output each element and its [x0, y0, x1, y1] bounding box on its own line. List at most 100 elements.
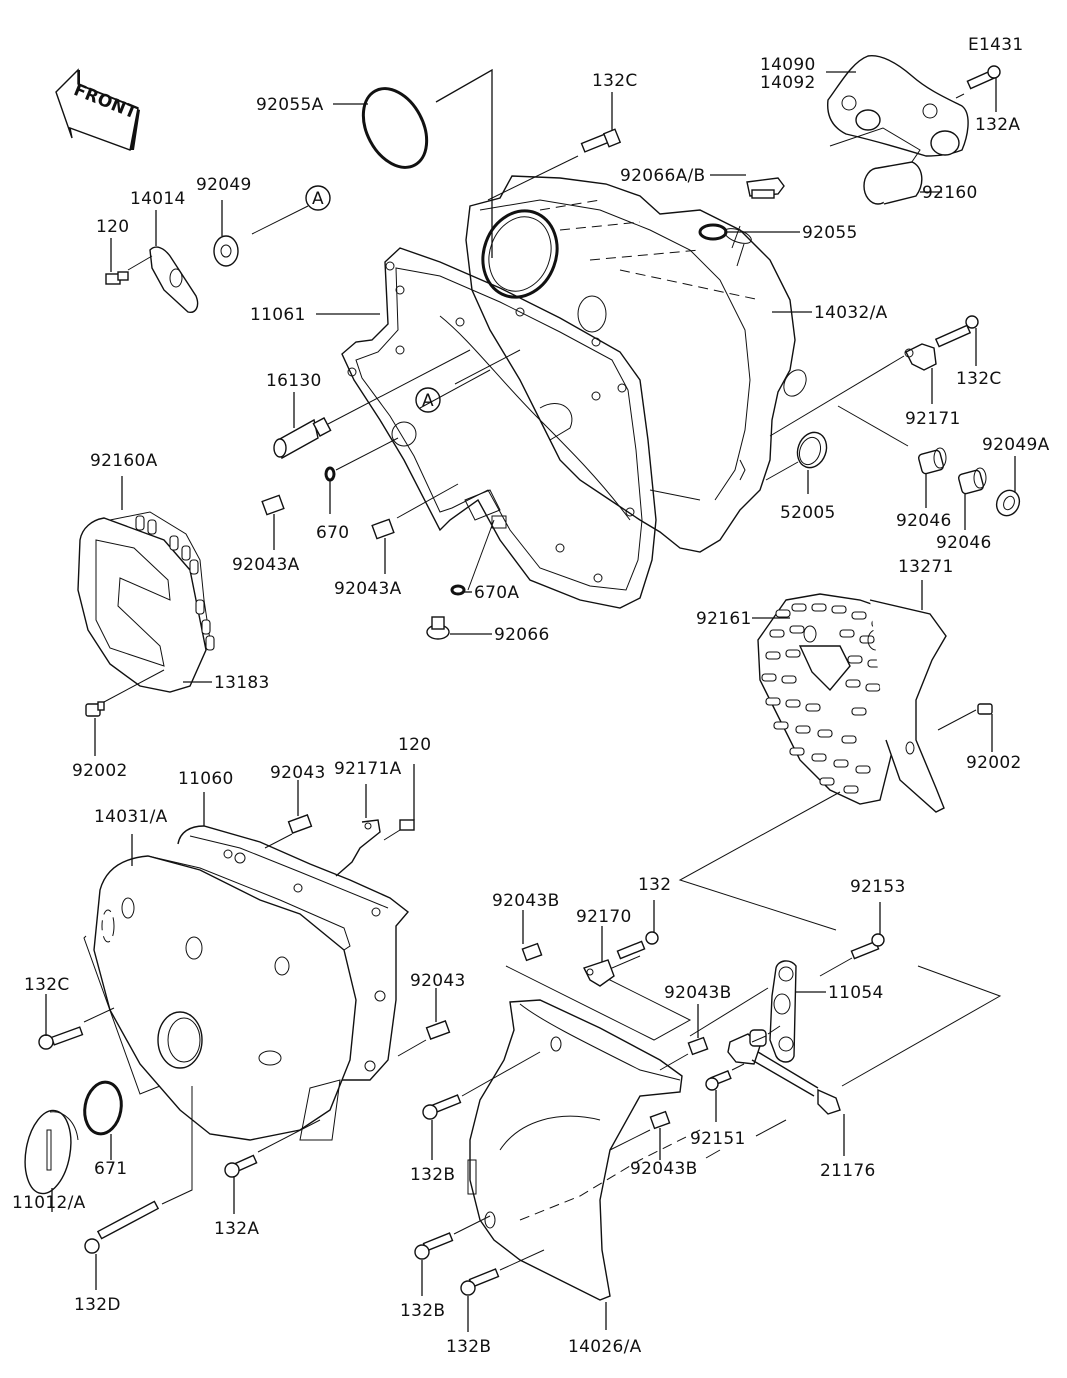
damper-92160 [863, 161, 942, 205]
sensor-21176 [727, 1025, 845, 1156]
gasket-11060 [177, 792, 410, 1111]
plate-13183 [77, 511, 215, 703]
label-132b-b: 132B [400, 1301, 445, 1321]
dowel-92043b-top [521, 910, 543, 962]
gasket-11061 [316, 247, 657, 609]
seal-92049a [995, 456, 1021, 517]
label-92049a: 92049A [982, 435, 1050, 455]
bearing-92046-left [917, 447, 947, 508]
label-132b-a: 132B [410, 1165, 455, 1185]
bolt-132c-right [934, 315, 979, 366]
label-92043b-mid: 92043B [664, 983, 732, 1003]
label-92002-left: 92002 [72, 761, 128, 781]
dowel-92043-mid [397, 988, 451, 1057]
plug-92066ab [710, 174, 785, 199]
lever-11054 [689, 960, 826, 1063]
label-92002-right: 92002 [966, 753, 1022, 773]
label-132a-bottom: 132A [214, 1219, 259, 1239]
o-ring-92055 [698, 223, 800, 267]
bolt-92151 [705, 1063, 745, 1122]
diagram-code: E1431 [968, 35, 1024, 55]
label-671: 671 [94, 1159, 127, 1179]
label-92043a-right: 92043A [334, 579, 402, 599]
o-ring-92055a [333, 87, 429, 169]
ref-marker-a-center: A [415, 387, 441, 413]
bolt-132a-top [955, 65, 1001, 112]
label-120-mid: 120 [398, 735, 431, 755]
label-14092: 14092 [760, 73, 816, 93]
label-92151: 92151 [690, 1129, 746, 1149]
label-16130: 16130 [266, 371, 322, 391]
guard-13271 [869, 580, 947, 813]
bolt-132b-a [422, 1051, 541, 1160]
label-92043a-left: 92043A [232, 555, 300, 575]
label-92170: 92170 [576, 907, 632, 927]
label-11061: 11061 [250, 305, 306, 325]
seal-92049 [213, 200, 309, 267]
cover-14031a [93, 834, 357, 1141]
label-132d: 132D [74, 1295, 121, 1315]
label-132b-c: 132B [446, 1337, 491, 1357]
o-ring-670 [324, 437, 399, 514]
label-92043-top: 92043 [270, 763, 326, 783]
o-ring-670a [450, 584, 472, 596]
dowel-92043-top [264, 780, 313, 849]
cap-11012a [24, 1109, 79, 1212]
label-92043b-bottom: 92043B [630, 1159, 698, 1179]
seal-52005 [765, 431, 828, 494]
bolt-132a-bottom [224, 1119, 321, 1214]
label-21176: 21176 [820, 1161, 876, 1181]
clamp-92170 [583, 926, 615, 987]
label-11060: 11060 [178, 769, 234, 789]
label-92055: 92055 [802, 223, 858, 243]
label-670a: 670A [474, 583, 519, 603]
dowel-92043b-bottom [609, 1110, 671, 1160]
bolt-120-top [105, 238, 153, 285]
switch-16130 [273, 349, 471, 460]
bolt-132b-c [460, 1249, 545, 1332]
label-11012a: 11012/A [12, 1193, 86, 1213]
ref-marker-a-top: A [305, 185, 331, 211]
label-92171a: 92171A [334, 759, 402, 779]
bolt-120-mid [383, 764, 415, 841]
plate-14014 [149, 210, 199, 313]
label-92160: 92160 [922, 183, 978, 203]
bolt-132c-left [38, 994, 115, 1050]
bracket-92171a [335, 784, 381, 877]
label-92171: 92171 [905, 409, 961, 429]
label-14014: 14014 [130, 189, 186, 209]
label-92043-mid: 92043 [410, 971, 466, 991]
label-92049: 92049 [196, 175, 252, 195]
label-132: 132 [638, 875, 671, 895]
label-92066: 92066 [494, 625, 550, 645]
svg-text:A: A [312, 189, 324, 209]
bolt-92153 [819, 902, 885, 977]
plug-92066 [426, 616, 492, 640]
label-132a-top: 132A [975, 115, 1020, 135]
label-14026a: 14026/A [568, 1337, 642, 1357]
label-132c-top: 132C [592, 71, 638, 91]
label-120-top: 120 [96, 217, 129, 237]
svg-text:A: A [422, 391, 434, 411]
o-ring-671 [83, 1080, 123, 1160]
bolt-92002-right [937, 703, 993, 752]
label-11054: 11054 [828, 983, 884, 1003]
label-14032a: 14032/A [814, 303, 888, 323]
label-13271: 13271 [898, 557, 954, 577]
label-92046-b: 92046 [936, 533, 992, 553]
label-132c-right: 132C [956, 369, 1002, 389]
label-52005: 52005 [780, 503, 836, 523]
label-92161: 92161 [696, 609, 752, 629]
cover-14032a [465, 175, 812, 553]
label-92043b-top: 92043B [492, 891, 560, 911]
dowel-92043a-left [261, 494, 285, 550]
label-14031a: 14031/A [94, 807, 168, 827]
clamp-92171 [769, 343, 937, 437]
cover-14026a [467, 999, 701, 1330]
label-132c-left: 132C [24, 975, 70, 995]
label-92153: 92153 [850, 877, 906, 897]
bolt-132b-b [414, 1215, 491, 1296]
bolt-92002-left [85, 701, 105, 756]
